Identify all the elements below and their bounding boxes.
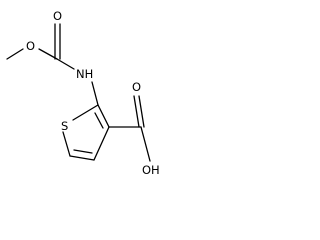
bond-s-c2 (72, 104, 99, 121)
carbamate-carbonyl-oxygen-label: O (53, 9, 62, 23)
bond-acid-c-o-double-b (138, 95, 145, 128)
bond-methyl-ester-oxygen (6, 48, 24, 60)
bond-c3-c4 (93, 126, 110, 161)
hydroxyl-label: OH (142, 163, 160, 177)
bond-c5-s (62, 131, 71, 157)
bond-ester-oxygen-carbonyl-carbon (38, 48, 58, 60)
bond-c4-c5 (69, 155, 95, 161)
bond-c2-c3 (97, 104, 110, 128)
bond-acid-c-oh (140, 126, 151, 162)
ester-oxygen-label: O (26, 39, 35, 53)
bond-nh-ring-c2 (91, 81, 99, 106)
acid-carbonyl-oxygen-label: O (132, 80, 141, 94)
bond-c4-c5-inner (73, 149, 93, 154)
amine-nh-label: NH (76, 67, 93, 81)
bond-c2-c3-inner (94, 112, 104, 129)
bond-carbonyl-carbon-nh (56, 58, 75, 70)
bond-acid-c-o-double-a (133, 95, 140, 128)
thiophene-sulfur-label: S (61, 119, 68, 133)
structure-diagram: O O NH S O OH (6, 9, 160, 177)
